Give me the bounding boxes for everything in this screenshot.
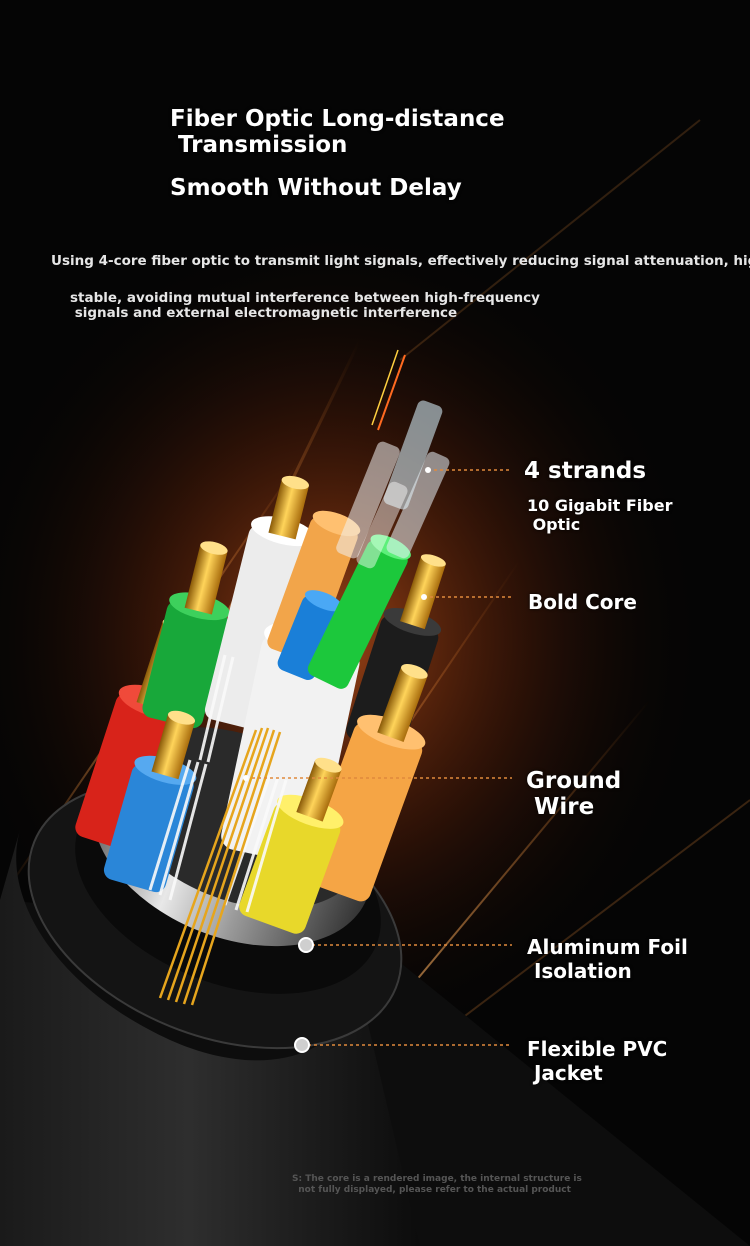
- description-paragraph-2: stable, avoiding mutual interference bet…: [70, 290, 540, 321]
- headline-subtitle: Smooth Without Delay: [170, 175, 462, 201]
- callout-fiber-strands-title: 4 strands: [524, 458, 647, 484]
- callout-bold-core: Bold Core: [528, 590, 637, 614]
- headline-title: Fiber Optic Long-distance Transmission: [170, 106, 505, 158]
- callout-fiber-strands-subtitle: 10 Gigabit Fiber Optic: [527, 496, 673, 534]
- disclaimer-footnote: S: The core is a rendered image, the int…: [292, 1174, 582, 1195]
- description-paragraph-1: Using 4-core fiber optic to transmit lig…: [51, 253, 750, 269]
- callout-pvc-jacket: Flexible PVC Jacket: [527, 1037, 668, 1085]
- callout-ground-wire: Ground Wire: [526, 768, 622, 820]
- callout-aluminum-foil: Aluminum Foil Isolation: [527, 935, 688, 983]
